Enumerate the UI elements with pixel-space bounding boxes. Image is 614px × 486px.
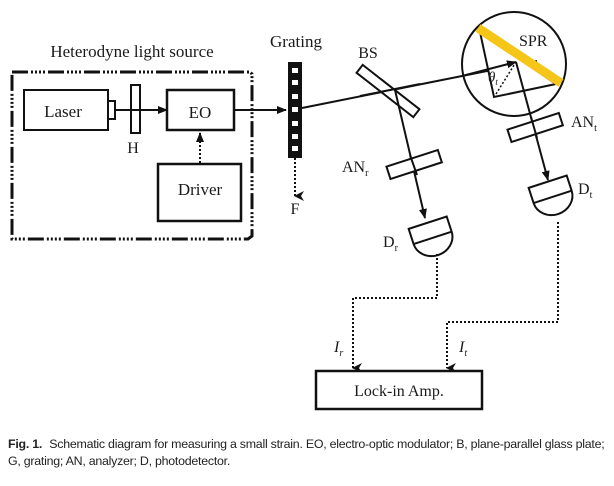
h-label: H <box>127 140 139 157</box>
an-t-label: ANt <box>571 114 597 134</box>
grating <box>288 62 302 158</box>
eo-modulator: EO <box>165 88 236 132</box>
signal-ir <box>352 254 438 373</box>
grating-label: Grating <box>270 32 322 51</box>
i-t-label: It <box>458 339 467 359</box>
figure-caption: Fig. 1. Schematic diagram for measuring … <box>8 436 614 470</box>
d-t-label: Dt <box>578 181 593 201</box>
driver: Driver <box>156 162 243 223</box>
lockin-label: Lock-in Amp. <box>354 383 444 400</box>
photodetector-t <box>527 174 574 217</box>
bs-label: BS <box>358 45 378 62</box>
light-source-enclosure <box>10 70 254 241</box>
beam-bs-dr <box>394 89 427 219</box>
an-r-label: ANr <box>342 159 369 179</box>
caption-text: Schematic diagram for measuring a small … <box>8 437 605 468</box>
theta-label: θt <box>488 70 498 87</box>
signal-it <box>446 222 559 373</box>
schematic-diagram: Heterodyne light source Laser H EO Drive… <box>10 11 597 411</box>
d-r-label: Dr <box>383 234 399 254</box>
analyzer-t <box>506 111 565 144</box>
i-r-label: Ir <box>333 339 343 359</box>
spr-gold-film <box>475 24 564 87</box>
laser: Laser <box>23 89 116 131</box>
driver-label: Driver <box>178 180 223 199</box>
lock-in-amplifier: Lock-in Amp. <box>314 369 484 411</box>
f-label: F <box>291 201 300 218</box>
spr-rotation-stage <box>461 11 567 117</box>
eo-label: EO <box>189 103 212 122</box>
photodetector-r <box>407 215 454 258</box>
spr-label: SPR <box>519 33 548 50</box>
light-source-title: Heterodyne light source <box>50 42 213 61</box>
half-wave-plate-h: H <box>127 84 141 157</box>
laser-label: Laser <box>44 102 82 121</box>
figure-number: Fig. 1. <box>8 437 43 451</box>
